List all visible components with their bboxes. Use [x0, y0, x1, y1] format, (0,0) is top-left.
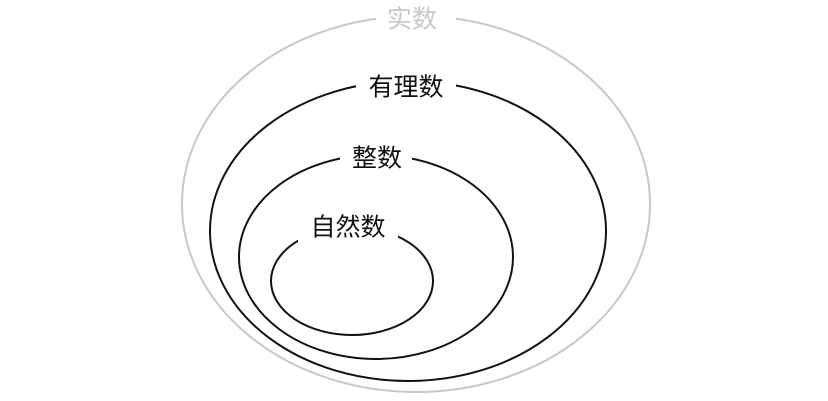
set-integers: 整数: [238, 142, 514, 360]
rationals-label: 有理数: [368, 73, 443, 102]
integers-label: 整数: [352, 144, 402, 173]
reals-label-gap: [376, 4, 456, 34]
rationals-label-gap: [356, 70, 456, 104]
naturals-label-gap: [298, 210, 398, 244]
rationals-boundary: [209, 80, 607, 382]
integers-label-gap: [340, 142, 412, 176]
reals-label: 实数: [387, 5, 437, 34]
set-rationals: 有理数: [209, 70, 607, 382]
set-reals: 实数: [181, 4, 651, 393]
naturals-label: 自然数: [310, 213, 385, 242]
set-naturals: 自然数: [270, 210, 434, 336]
